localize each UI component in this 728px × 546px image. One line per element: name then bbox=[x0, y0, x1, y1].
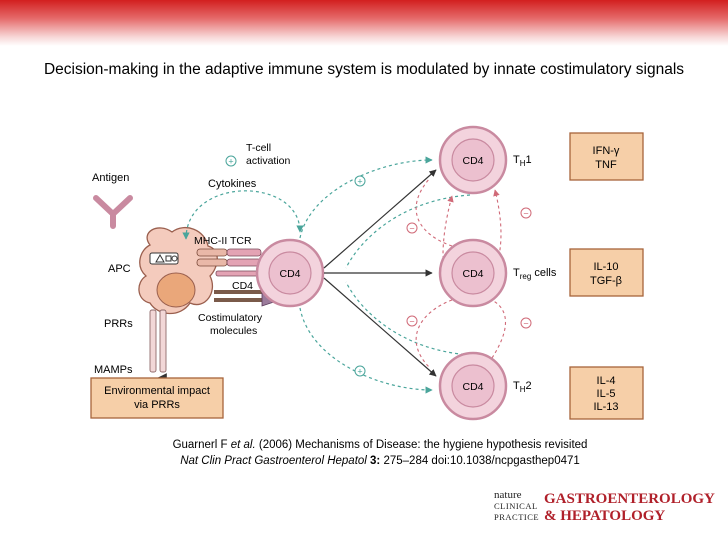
citation: Guarnerl F et al. (2006) Mechanisms of D… bbox=[110, 437, 650, 469]
tcell-activation-line-1: T-cell bbox=[246, 142, 271, 154]
minus-symbol-1: − bbox=[409, 224, 414, 234]
apc-cell bbox=[138, 227, 218, 315]
th1-label: TH1 bbox=[513, 154, 532, 168]
minus-symbol-2: − bbox=[409, 317, 414, 327]
minus-marker-3 bbox=[520, 207, 532, 219]
prr-receptor-icon bbox=[149, 309, 167, 373]
positive-feedback-arcs bbox=[299, 156, 471, 394]
minus-symbol-4: − bbox=[523, 319, 528, 329]
cytokine-treg-line-1: IL-10 bbox=[593, 261, 618, 273]
minus-marker-1 bbox=[406, 222, 418, 234]
apc-label: APC bbox=[108, 263, 131, 275]
plus-marker-activation bbox=[225, 155, 237, 167]
mhc-tcr-complex bbox=[196, 248, 277, 277]
plus-marker-th2 bbox=[354, 365, 366, 377]
minus-symbol-3: − bbox=[523, 209, 528, 219]
minus-marker-2 bbox=[406, 315, 418, 327]
cytokines-label: Cytokines bbox=[208, 178, 257, 190]
prrs-label: PRRs bbox=[104, 318, 133, 330]
cytokine-th1-line-2: TNF bbox=[595, 159, 617, 171]
cd4-treg-label: CD4 bbox=[462, 268, 483, 280]
th2-label: TH2 bbox=[513, 380, 532, 394]
env-line-1: Environmental impact bbox=[104, 385, 210, 397]
mhc-tcr-label: MHC-II TCR bbox=[194, 235, 252, 247]
cd4-th1-label: CD4 bbox=[462, 155, 483, 167]
cd4-cell-naive: CD4 bbox=[255, 238, 325, 308]
costim-line-2: molecules bbox=[210, 325, 257, 337]
cd4-apc-label: CD4 bbox=[232, 280, 253, 292]
antigen-icon bbox=[93, 195, 133, 229]
differentiation-arrows bbox=[323, 169, 437, 377]
cytokine-box-th2: IL-4 IL-5 IL-13 bbox=[569, 366, 644, 420]
mhc-peptide-icon bbox=[149, 252, 179, 265]
cd4-cell-th2: CD4 bbox=[438, 351, 508, 421]
antigen-label: Antigen bbox=[92, 172, 129, 184]
env-line-2: via PRRs bbox=[134, 399, 180, 411]
plus-symbol-activation: + bbox=[228, 157, 233, 167]
slide-title: Decision-making in the adaptive immune s… bbox=[43, 61, 685, 78]
tcell-activation-line-2: activation bbox=[246, 155, 291, 167]
citation-line-1: Guarnerl F et al. (2006) Mechanisms of D… bbox=[172, 439, 588, 451]
cytokine-th2-line-3: IL-13 bbox=[593, 401, 618, 413]
cytokine-treg-line-2: TGF-β bbox=[590, 275, 622, 287]
cd4-center-label: CD4 bbox=[279, 268, 300, 280]
journal-logo: nature CLINICAL PRACTICE GASTROENTEROLOG… bbox=[494, 490, 724, 530]
cd4-cell-treg: CD4 bbox=[438, 238, 508, 308]
plus-symbol-th2: + bbox=[357, 367, 362, 377]
treg-label: Treg cells bbox=[513, 267, 557, 281]
top-gradient-band bbox=[0, 0, 728, 46]
cytokine-th2-line-1: IL-4 bbox=[597, 375, 616, 387]
cytokine-th2-line-2: IL-5 bbox=[597, 388, 616, 400]
cd4-cell-th1: CD4 bbox=[438, 125, 508, 195]
citation-line-2: Nat Clin Pract Gastroenterol Hepatol 3: … bbox=[180, 455, 580, 467]
plus-marker-th1 bbox=[354, 175, 366, 187]
costim-line-1: Costimulatory bbox=[198, 312, 263, 324]
cytokine-box-treg: IL-10 TGF-β bbox=[569, 248, 644, 297]
cytokine-box-th1: IFN-γ TNF bbox=[569, 132, 644, 181]
nature-clinical-practice-logo: nature CLINICAL PRACTICE bbox=[494, 489, 540, 523]
cytokine-th1-line-1: IFN-γ bbox=[593, 145, 620, 157]
mamps-label: MAMPs bbox=[94, 364, 133, 376]
plus-symbol-th1: + bbox=[357, 177, 362, 187]
cytokines-arc bbox=[182, 190, 304, 240]
gastro-hepatology-logo: GASTROENTEROLOGY & HEPATOLOGY bbox=[544, 491, 715, 524]
minus-marker-4 bbox=[520, 317, 532, 329]
environmental-impact-box: Environmental impact via PRRs bbox=[90, 377, 224, 419]
cd4-th2-label: CD4 bbox=[462, 381, 483, 393]
